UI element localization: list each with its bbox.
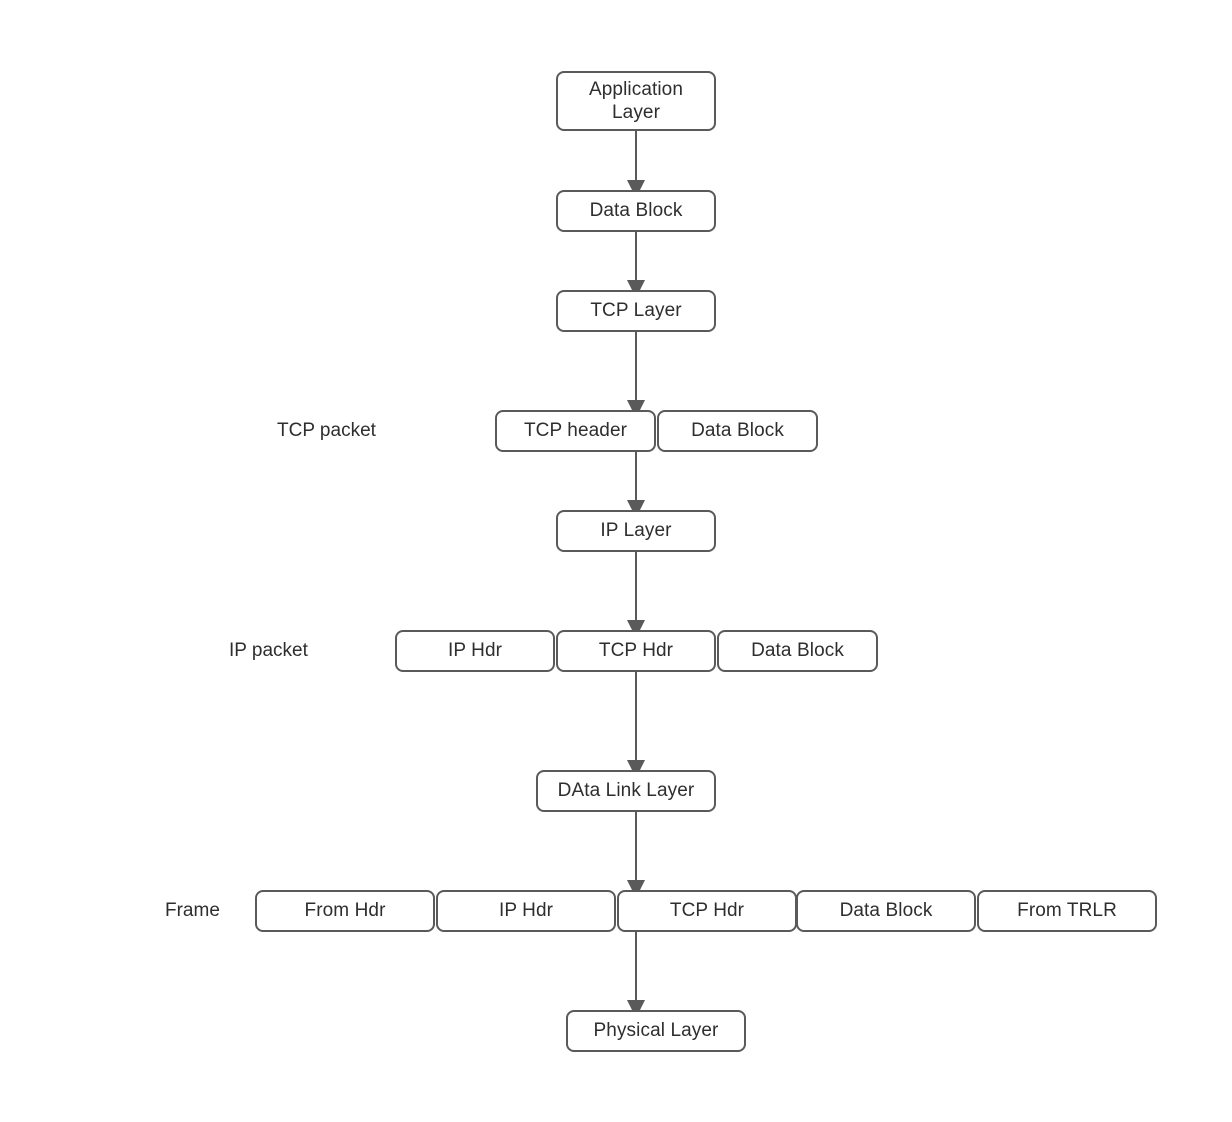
row-label-tcp-packet: TCP packet bbox=[277, 420, 376, 441]
node-physical-layer[interactable]: Physical Layer bbox=[566, 1010, 746, 1052]
row-label-frame: Frame bbox=[165, 900, 220, 921]
frame-segment-ip-hdr[interactable]: IP Hdr bbox=[436, 890, 616, 932]
frame-segment-tcp-hdr[interactable]: TCP Hdr bbox=[617, 890, 797, 932]
node-tcp-layer[interactable]: TCP Layer bbox=[556, 290, 716, 332]
tcp-packet-segment-data-block[interactable]: Data Block bbox=[657, 410, 818, 452]
tcp-packet-segment-tcp-header[interactable]: TCP header bbox=[495, 410, 656, 452]
frame-segment-from-trlr[interactable]: From TRLR bbox=[977, 890, 1157, 932]
frame-segment-from-hdr[interactable]: From Hdr bbox=[255, 890, 435, 932]
node-application-layer[interactable]: Application Layer bbox=[556, 71, 716, 131]
row-label-ip-packet: IP packet bbox=[229, 640, 308, 661]
ip-packet-segment-data-block[interactable]: Data Block bbox=[717, 630, 878, 672]
node-ip-layer[interactable]: IP Layer bbox=[556, 510, 716, 552]
frame-segment-data-block[interactable]: Data Block bbox=[796, 890, 976, 932]
node-data-block-top[interactable]: Data Block bbox=[556, 190, 716, 232]
node-data-link-layer[interactable]: DAta Link Layer bbox=[536, 770, 716, 812]
ip-packet-segment-tcp-hdr[interactable]: TCP Hdr bbox=[556, 630, 716, 672]
ip-packet-segment-ip-hdr[interactable]: IP Hdr bbox=[395, 630, 555, 672]
